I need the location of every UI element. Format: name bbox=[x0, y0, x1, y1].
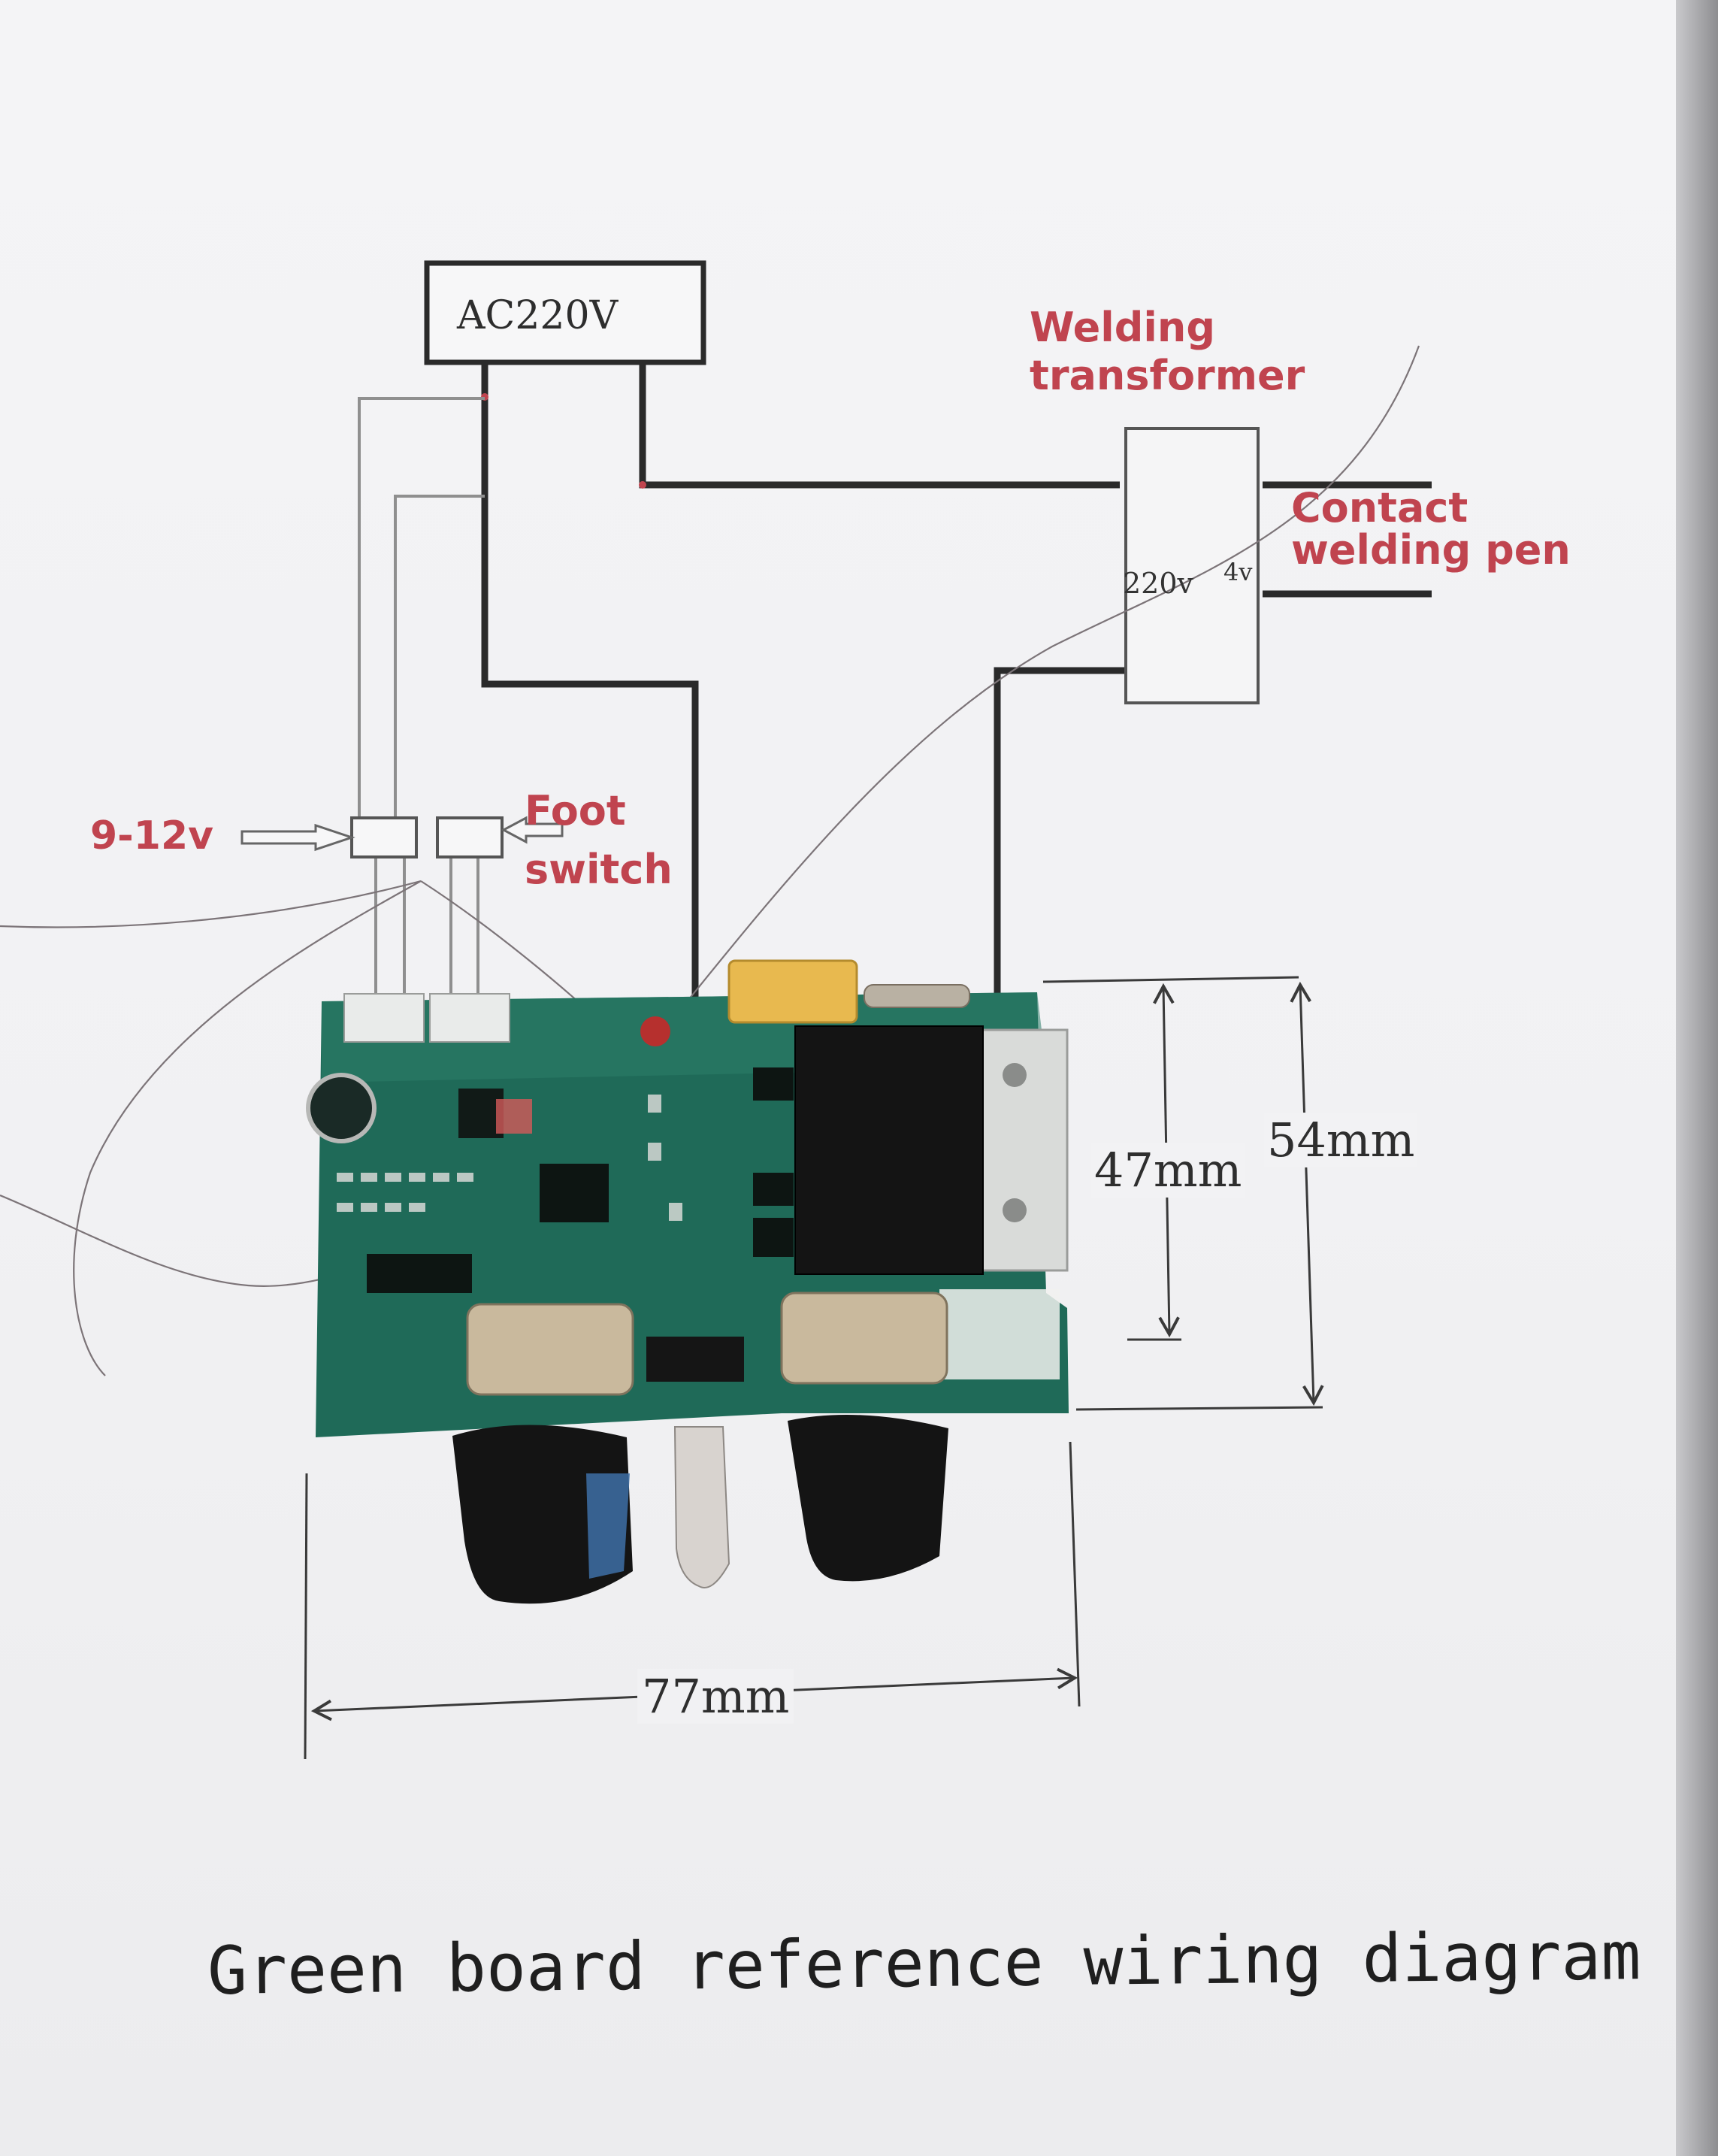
pen-label-line2: welding pen bbox=[1291, 526, 1571, 574]
transformer-to-board-wire bbox=[994, 667, 1126, 1000]
electrolytic-capacitor bbox=[306, 1073, 377, 1143]
tantalum-capacitor bbox=[727, 959, 858, 1024]
transformer-label-line1: Welding bbox=[1030, 304, 1216, 351]
foot-switch-label-line2: switch bbox=[525, 846, 673, 893]
control-voltage-label: 9-12v bbox=[90, 813, 214, 858]
ic-chip bbox=[367, 1254, 472, 1293]
supply-label: AC220V bbox=[457, 293, 619, 338]
junction-dot bbox=[639, 481, 646, 489]
potentiometer-right bbox=[780, 1291, 948, 1385]
foot-switch-label-line1: Foot bbox=[525, 787, 626, 834]
pcb-board bbox=[306, 959, 1069, 1604]
potentiometer-left bbox=[466, 1303, 634, 1396]
diagram-caption: Green board reference wiring diagram bbox=[207, 1917, 1641, 2009]
capacitor-red bbox=[640, 1016, 670, 1046]
ic-chip bbox=[540, 1164, 609, 1222]
pen-label: Contact welding pen bbox=[1291, 487, 1571, 571]
supply-box bbox=[424, 260, 706, 365]
page-edge-shadow bbox=[1676, 0, 1718, 2156]
height-inner-label: 47mm bbox=[1091, 1143, 1245, 1198]
primary-voltage-label: 220v bbox=[1123, 567, 1193, 600]
knob-left bbox=[452, 1425, 633, 1604]
led bbox=[673, 1426, 730, 1588]
foot-switch-label: Foot switch bbox=[525, 782, 673, 899]
foot-switch-connector bbox=[436, 816, 504, 858]
supply-to-board-wire bbox=[481, 362, 699, 1000]
triac bbox=[794, 1025, 984, 1275]
transformer-label: Welding transformer bbox=[1030, 304, 1305, 400]
control-wires bbox=[358, 397, 485, 1011]
secondary-voltage-label: 4v bbox=[1223, 558, 1253, 586]
knob-right bbox=[788, 1415, 948, 1582]
height-outer-label: 54mm bbox=[1264, 1113, 1418, 1167]
mains-wires bbox=[481, 362, 1432, 1000]
width-label: 77mm bbox=[637, 1669, 794, 1724]
transformer-box bbox=[1124, 427, 1260, 704]
transformer-label-line2: transformer bbox=[1030, 352, 1305, 399]
dimension-54mm bbox=[1290, 981, 1324, 1407]
pen-label-line1: Contact bbox=[1291, 484, 1468, 531]
pointer-arrows bbox=[240, 816, 564, 852]
power-connector bbox=[350, 816, 418, 858]
